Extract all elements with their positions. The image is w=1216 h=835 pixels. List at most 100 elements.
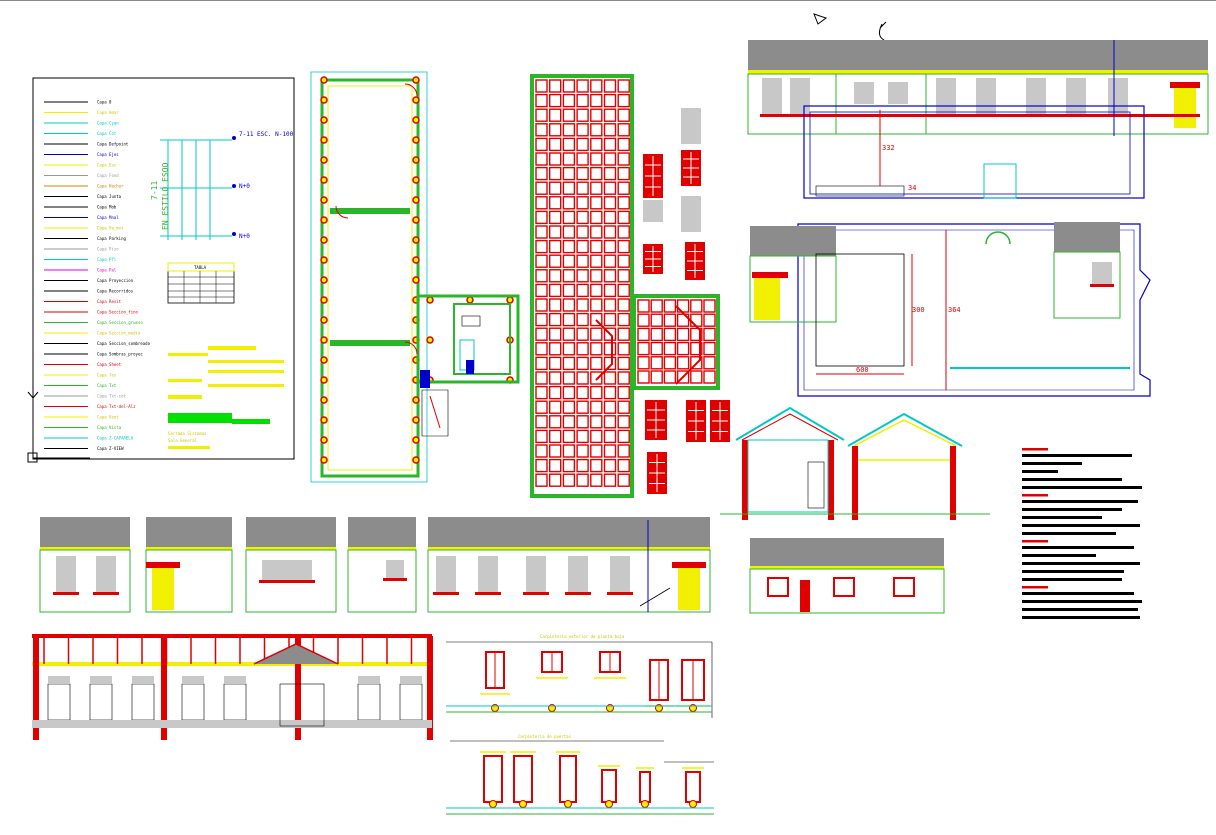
roof-cell — [576, 327, 589, 341]
windows-schedule-title: Carpinteria exterior de planta baja — [540, 634, 625, 639]
roof-cell — [603, 239, 617, 254]
doors-schedule-title: Carpinteria de puertas — [518, 734, 572, 739]
roof-cell — [549, 312, 562, 327]
roof-cell — [576, 225, 589, 239]
roof-cell — [549, 458, 562, 473]
roof-cell — [562, 254, 576, 268]
window — [131, 683, 155, 721]
legend-label: Capa 0 — [97, 100, 112, 105]
roof-cell — [549, 473, 562, 487]
roof-cell — [617, 254, 630, 268]
roof-cell — [676, 356, 690, 370]
roof-cell — [576, 196, 589, 210]
cross-sections[interactable] — [720, 406, 990, 520]
roof-cell — [617, 327, 630, 341]
roof-cell — [576, 166, 589, 181]
roof-cell — [535, 225, 548, 239]
roof-cell — [617, 342, 630, 356]
column — [320, 356, 328, 364]
legend-label: Capa Seccion_medio — [97, 331, 141, 336]
spec-line — [1022, 532, 1116, 535]
axis-label-1: 7-11 ESC. N-100 — [239, 131, 294, 138]
roof-cell — [637, 313, 650, 327]
roof-cell — [603, 269, 617, 283]
window — [223, 683, 247, 721]
legend-label: Capa Amar — [97, 110, 119, 115]
roof-cell — [562, 385, 576, 400]
roof-grid-plan[interactable] — [530, 74, 720, 498]
roof-cell — [562, 225, 576, 239]
roof-cell — [535, 458, 548, 473]
roof-cell — [549, 225, 562, 239]
legend-label: Capa Ejes — [97, 152, 119, 157]
column — [466, 296, 474, 304]
roof-cell — [535, 108, 548, 122]
roof-cell — [535, 444, 548, 458]
window — [56, 556, 76, 592]
roof-cell — [590, 298, 603, 312]
roof-cell — [703, 299, 716, 313]
roof-cell — [590, 254, 603, 268]
roof-cell — [617, 283, 630, 298]
column — [320, 296, 328, 304]
roof-cell — [590, 458, 603, 473]
roof-cell — [617, 181, 630, 195]
roof-cell — [690, 327, 703, 342]
window-door-details[interactable] — [643, 108, 730, 494]
roof-cell — [535, 342, 548, 356]
roof-cell — [562, 283, 576, 298]
column — [320, 256, 328, 264]
roof-cell — [535, 298, 548, 312]
legend-label: Capa Txt — [97, 383, 117, 388]
roof-cell — [562, 298, 576, 312]
pillar — [295, 636, 301, 740]
axis-grid-diagram: EN ESTILO ESOO 7-11 7-11 ESC. N-100 N+0 … — [150, 131, 294, 240]
floor-plan-main[interactable] — [310, 71, 520, 483]
roof-cell — [617, 298, 630, 312]
roof-cell — [562, 210, 576, 225]
roof-cell — [576, 458, 589, 473]
roof-cell — [576, 123, 589, 137]
roof-cell — [590, 181, 603, 195]
column — [320, 276, 328, 284]
roof-cell — [603, 312, 617, 327]
pillar — [161, 636, 167, 740]
elevation-strips-middle[interactable] — [39, 517, 945, 614]
roof-cell — [590, 93, 603, 108]
roof-cell — [603, 444, 617, 458]
roof-cell — [663, 370, 677, 384]
plan-right[interactable]: 300 364 600 — [749, 222, 1151, 397]
window — [47, 683, 71, 721]
roof-cell — [590, 269, 603, 283]
specifications-text-block — [1022, 448, 1142, 619]
top-annotations — [813, 13, 887, 41]
column — [506, 296, 514, 304]
dim-plan-vertical-b: 364 — [948, 306, 961, 314]
window — [399, 683, 423, 721]
elevation-top-right[interactable]: 332 34 — [747, 40, 1209, 199]
schedule-door — [513, 755, 533, 803]
facade — [245, 549, 337, 613]
roof-cell — [549, 196, 562, 210]
window — [568, 556, 588, 592]
roof-cell — [562, 79, 576, 93]
roof-cell — [590, 385, 603, 400]
roof-cell — [690, 299, 703, 313]
roof-cell — [535, 327, 548, 341]
roof-cell — [703, 370, 716, 384]
roof-cell — [603, 225, 617, 239]
door-schedule[interactable]: Carpinteria de puertas — [446, 734, 714, 815]
roof-cell — [562, 196, 576, 210]
spec-line — [1022, 578, 1122, 581]
window-schedule[interactable]: Carpinteria exterior de planta baja — [446, 634, 713, 718]
elevation-long-bottom[interactable] — [32, 634, 433, 740]
schedule-door — [639, 771, 651, 803]
roof-cell — [576, 371, 589, 385]
schedule-door — [483, 755, 503, 803]
roof-cell — [603, 429, 617, 444]
roof-cell — [535, 415, 548, 429]
legend-label: Capa Esc — [97, 163, 117, 168]
column — [320, 336, 328, 344]
roof-cell — [535, 210, 548, 225]
